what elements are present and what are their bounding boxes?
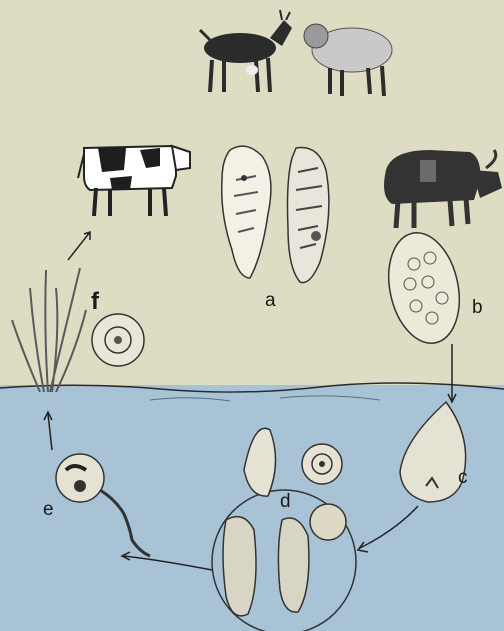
stage-label-a: a [265,291,276,310]
metacercaria-stage [92,314,144,366]
stage-label-b: b [472,298,483,317]
stage-label-e: e [43,500,54,519]
stage-label-f: f [91,290,99,314]
stage-label-d: d [280,492,291,511]
stage-label-c: c [458,468,468,487]
